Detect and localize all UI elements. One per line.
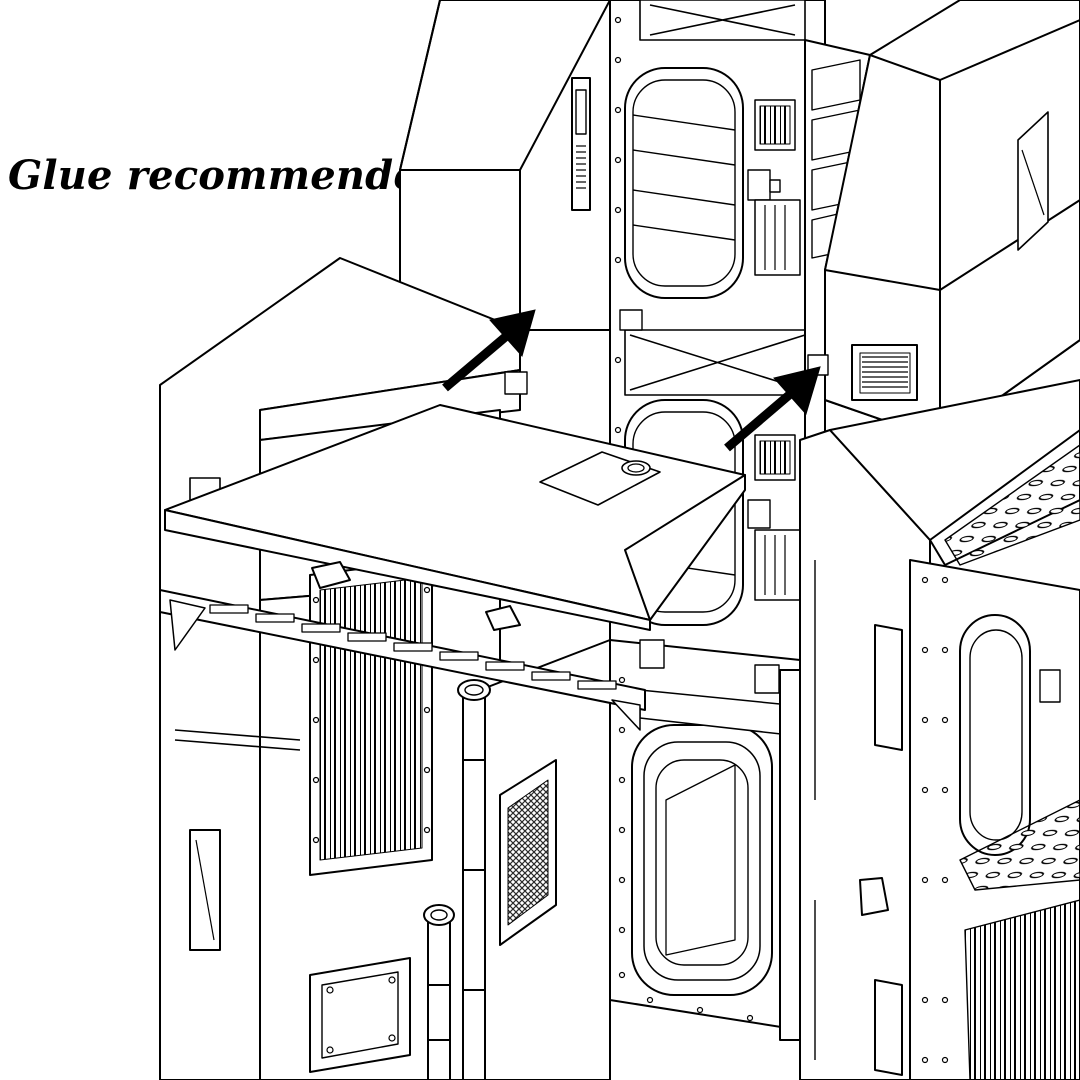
glue-instruction-text: Glue recommended. [8,152,462,199]
right-lower-tower [799,379,1080,1080]
bulkhead-hatch [609,639,801,1041]
walkway-platform [159,404,746,731]
arrow-up-right-icon [724,366,821,452]
mesh-chamber [479,639,611,1080]
pipes [423,679,491,1080]
arrow-up-right-icon [442,309,536,392]
louver-panel [309,559,433,876]
upper-left-tower [399,0,611,331]
upper-right-tower [804,0,1080,461]
bolted-panel [309,957,411,1073]
assembly-arrows [442,309,821,452]
